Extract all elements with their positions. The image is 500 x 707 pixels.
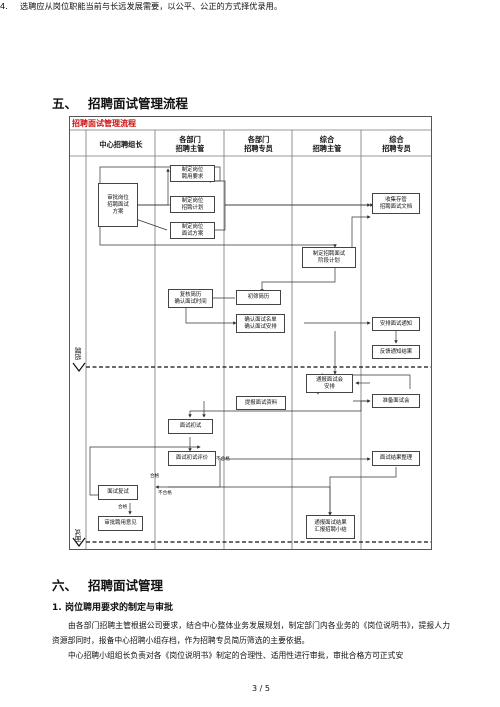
flow-box-approve-plan: 审批岗位 招聘面试 方案	[98, 183, 138, 227]
flow-box-stage-plan: 制定招聘面试 阶段计划	[302, 247, 356, 268]
paragraph-2: 中心招聘小组组长负责对各《岗位说明书》制定的合理性、适用性进行审批，审批合格方可…	[68, 651, 404, 660]
flow-box-approve-hiring: 审批聘用意见	[98, 516, 143, 531]
flow-box-submit-materials: 提报面试资料	[236, 396, 286, 410]
list-text: 选聘应从岗位职能当前与长远发展需要，以公平、公正的方式择优录用。	[20, 1, 283, 11]
pass-label: 合格	[150, 474, 160, 479]
column-header-1: 各部门 招聘主管	[175, 135, 205, 153]
flow-box-hiring-plan: 制定岗位 招聘计划	[170, 196, 215, 213]
section-6-heading: 六、招聘面试管理	[52, 575, 163, 594]
flowchart-title: 招聘面试管理流程	[71, 118, 137, 129]
flow-box-second-interview: 面试复试	[98, 485, 138, 500]
flow-box-screen-resumes: 初筛简历	[236, 290, 281, 305]
column-header-0: 中心招聘组长	[99, 140, 143, 149]
flow-box-announce-meeting: 通报面试会 安排	[306, 374, 353, 393]
list-item-4: 4. 选聘应从岗位职能当前与长远发展需要，以公平、公正的方式择优录用。	[0, 0, 500, 12]
flow-box-hiring-requirements: 制定岗位 聘用要求	[170, 165, 215, 182]
pass-label-2: 合格	[118, 505, 128, 510]
subsection-number: 1.	[52, 603, 62, 613]
subsection-title: 岗位聘用要求的制定与审批	[65, 603, 174, 613]
flow-box-first-evaluation: 面试初试评价	[168, 451, 216, 466]
column-header-2: 各部门 招聘专员	[244, 135, 273, 153]
column-header-3: 综合 招聘主管	[312, 135, 342, 153]
flow-box-interview-notice: 安排面试通知	[372, 317, 420, 331]
section-title: 招聘面试管理流程	[88, 96, 189, 111]
flow-box-interview-plan: 制定岗位 面试方案	[170, 222, 215, 239]
flow-box-review-resumes: 复核简历 确认面试时间	[168, 289, 213, 308]
flow-box-first-interview: 面试初试	[168, 419, 213, 434]
flow-box-confirm-list: 确认面试名单 确认面试安排	[236, 314, 285, 333]
section-number: 六、	[52, 578, 78, 593]
paragraph-1: 由各部门招聘主管根据公司要求，结合中心整体业务发展规划，制定部门内各业务的《岗位…	[52, 621, 450, 645]
subsection-1-heading: 1.岗位聘用要求的制定与审批	[52, 600, 173, 613]
flow-box-feedback-notice: 反馈通知结果	[372, 345, 420, 359]
lane-label-recruit: 招聘	[75, 347, 83, 360]
flow-box-archive-docs: 收集存管 招聘面试文档	[372, 193, 420, 214]
list-number: 4.	[0, 1, 8, 11]
section-number: 五、	[52, 96, 78, 111]
flow-box-report-results: 通报面试结果 汇报招聘小结	[306, 515, 355, 539]
flow-box-prepare-meeting: 准备面试会	[372, 394, 420, 408]
flow-box-results-summary: 面试结果整理	[372, 451, 420, 466]
fail-label-2: 不合格	[158, 491, 172, 496]
flowchart: 招聘面试管理流程	[69, 116, 432, 550]
page-number: 3 / 5	[252, 684, 270, 693]
lane-label-interview: 面试	[75, 529, 83, 542]
column-header-4: 综合 招聘专员	[382, 135, 411, 153]
section-title: 招聘面试管理	[88, 578, 164, 593]
section-5-heading: 五、招聘面试管理流程	[52, 93, 188, 112]
flowchart-lines	[70, 129, 431, 549]
fail-label: 不合格	[216, 457, 230, 462]
